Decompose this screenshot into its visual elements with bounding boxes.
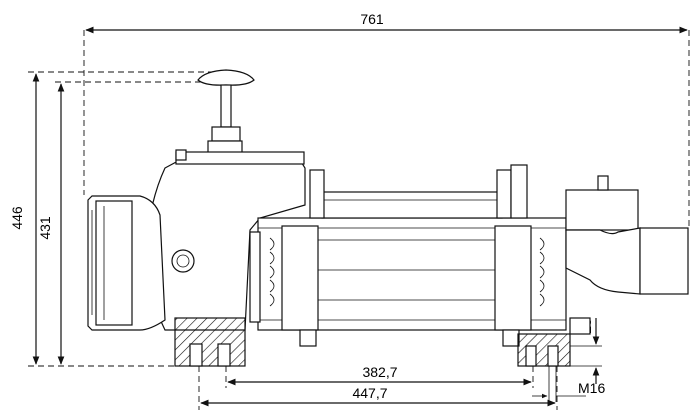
height-431-label: 431 <box>37 216 53 240</box>
right-mounting-foot <box>517 317 591 367</box>
drum-assembly <box>249 191 567 331</box>
dimension-height-431: 431 <box>37 81 210 365</box>
dimension-382-7: 382,7 <box>225 346 534 388</box>
drum-side-plates <box>299 164 528 347</box>
dimension-overall-length: 761 <box>83 11 690 230</box>
motor-flange <box>87 195 166 331</box>
spacing-label: 382,7 <box>362 364 397 380</box>
hydraulic-motor <box>565 175 689 295</box>
height-label: 446 <box>9 206 25 230</box>
length-label: 761 <box>360 11 384 27</box>
dimension-m16: M16 <box>532 366 605 402</box>
dimension-overall-height: 446 <box>9 71 240 367</box>
bolt-label: M16 <box>578 380 605 396</box>
mount-length-label: 447,7 <box>352 385 387 401</box>
left-mounting-foot <box>174 317 246 367</box>
brake-handle <box>197 69 255 156</box>
